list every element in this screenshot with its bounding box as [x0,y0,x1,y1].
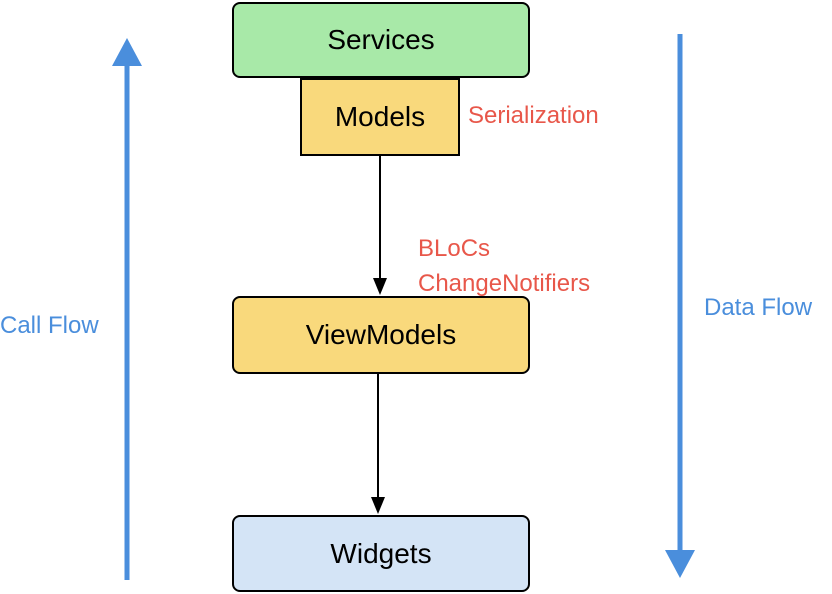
models-box: Models [300,78,460,156]
data-flow-label: Data Flow [704,294,813,321]
change-notifiers-annotation: ChangeNotifiers [418,270,591,297]
edge-models-viewmodels-head [373,278,387,295]
services-label: Services [327,24,435,55]
blocs-annotation: BLoCs [418,235,491,262]
widgets-label: Widgets [330,537,432,569]
services-box: Services [232,2,530,78]
serialization-annotation: Serialization [468,102,599,129]
call-flow-arrow-head [112,38,142,66]
call-flow-label: Call Flow [0,312,99,339]
viewmodels-label: ViewModels [305,319,457,350]
widgets-box: Widgets [232,515,530,592]
models-label: Models [334,101,426,132]
viewmodels-box: ViewModels [232,296,530,374]
edge-viewmodels-widgets-head [371,497,385,514]
state-management-annotation: BLoCs ChangeNotifiers [418,231,590,301]
data-flow-arrow-head [665,550,695,578]
